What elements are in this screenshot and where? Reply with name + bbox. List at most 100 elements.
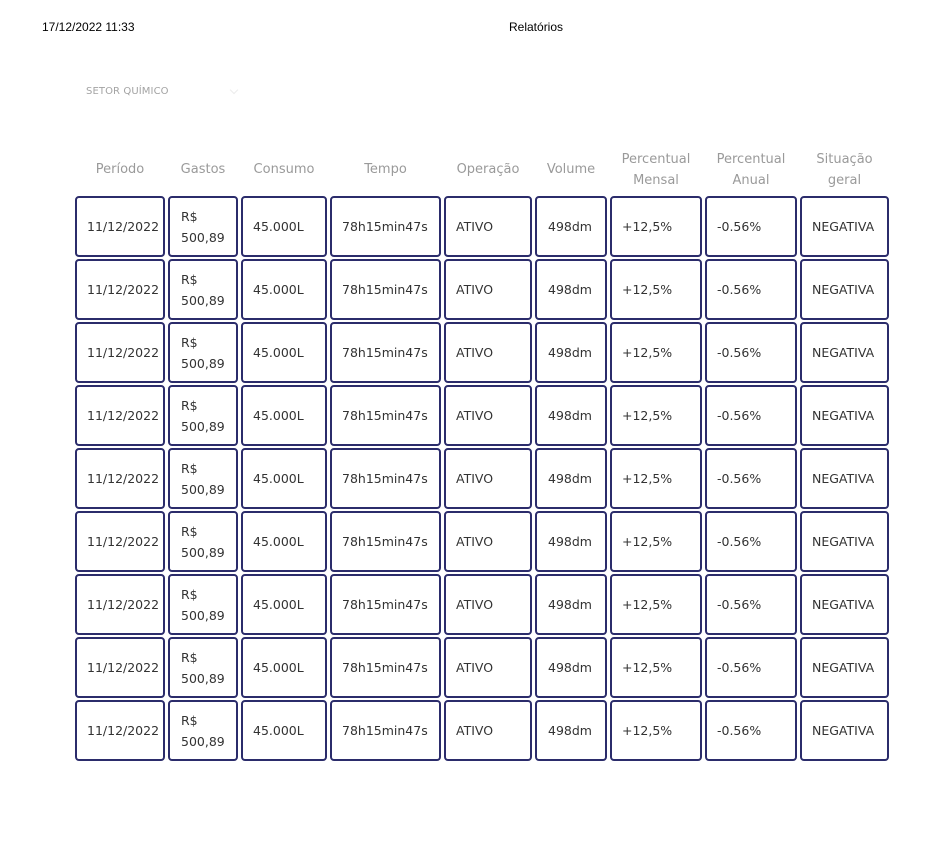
cell-gastos: R$ 500,89 bbox=[168, 574, 238, 635]
cell-consumo: 45.000L bbox=[241, 259, 327, 320]
cell-consumo: 45.000L bbox=[241, 700, 327, 761]
gastos-currency: R$ bbox=[181, 460, 198, 476]
cell-percentual-anual: -0.56% bbox=[705, 511, 797, 572]
cell-percentual-anual: -0.56% bbox=[705, 322, 797, 383]
cell-operacao: ATIVO bbox=[444, 196, 532, 257]
gastos-currency: R$ bbox=[181, 712, 198, 728]
cell-percentual-mensal: +12,5% bbox=[610, 637, 702, 698]
cell-percentual-anual: -0.56% bbox=[705, 196, 797, 257]
sector-select[interactable]: SETOR QUÍMICO bbox=[86, 82, 238, 100]
cell-periodo: 11/12/2022 bbox=[75, 259, 165, 320]
cell-periodo: 11/12/2022 bbox=[75, 385, 165, 446]
print-datetime: 17/12/2022 11:33 bbox=[42, 20, 135, 34]
cell-gastos: R$ 500,89 bbox=[168, 637, 238, 698]
cell-percentual-anual: -0.56% bbox=[705, 700, 797, 761]
cell-tempo: 78h15min47s bbox=[330, 637, 441, 698]
cell-tempo: 78h15min47s bbox=[330, 511, 441, 572]
cell-situacao-geral: NEGATIVA bbox=[800, 196, 889, 257]
cell-tempo: 78h15min47s bbox=[330, 448, 441, 509]
cell-operacao: ATIVO bbox=[444, 511, 532, 572]
cell-periodo: 11/12/2022 bbox=[75, 511, 165, 572]
cell-percentual-anual: -0.56% bbox=[705, 574, 797, 635]
cell-operacao: ATIVO bbox=[444, 259, 532, 320]
cell-tempo: 78h15min47s bbox=[330, 259, 441, 320]
cell-periodo: 11/12/2022 bbox=[75, 322, 165, 383]
cell-percentual-mensal: +12,5% bbox=[610, 574, 702, 635]
cell-percentual-anual: -0.56% bbox=[705, 637, 797, 698]
gastos-value: 500,89 bbox=[181, 733, 225, 749]
cell-gastos: R$500,89 bbox=[168, 196, 238, 257]
cell-consumo: 45.000L bbox=[241, 511, 327, 572]
cell-consumo: 45.000L bbox=[241, 322, 327, 383]
header-situacao-geral: Situação geral bbox=[816, 151, 873, 188]
cell-consumo: 45.000L bbox=[241, 637, 327, 698]
cell-situacao-geral: NEGATIVA bbox=[800, 511, 889, 572]
cell-percentual-mensal: +12,5% bbox=[610, 385, 702, 446]
cell-situacao-geral: NEGATIVA bbox=[800, 448, 889, 509]
gastos-currency: R$ bbox=[181, 334, 198, 350]
cell-percentual-mensal: +12,5% bbox=[610, 448, 702, 509]
cell-tempo: 78h15min47s bbox=[330, 574, 441, 635]
cell-consumo: 45.000L bbox=[241, 448, 327, 509]
cell-periodo: 11/12/2022 bbox=[75, 574, 165, 635]
cell-gastos: R$500,89 bbox=[168, 511, 238, 572]
print-header: 17/12/2022 11:33 Relatórios bbox=[0, 20, 929, 36]
cell-tempo: 78h15min47s bbox=[330, 700, 441, 761]
gastos-currency: R$ bbox=[181, 586, 198, 602]
cell-volume: 498dm bbox=[535, 322, 607, 383]
gastos-value: 500,89 bbox=[181, 418, 225, 434]
cell-periodo: 11/12/2022 bbox=[75, 448, 165, 509]
cell-percentual-mensal: +12,5% bbox=[610, 700, 702, 761]
gastos-value: 500,89 bbox=[181, 670, 225, 686]
gastos-currency: R$ bbox=[181, 208, 198, 224]
cell-percentual-mensal: +12,5% bbox=[610, 259, 702, 320]
cell-consumo: 45.000L bbox=[241, 385, 327, 446]
cell-situacao-geral: NEGATIVA bbox=[800, 637, 889, 698]
header-operacao: Operação bbox=[456, 162, 520, 177]
gastos-value: 500,89 bbox=[181, 607, 225, 623]
cell-volume: 498dm bbox=[535, 448, 607, 509]
cell-volume: 498dm bbox=[535, 196, 607, 257]
header-percentual-mensal: Percentual Mensal bbox=[621, 151, 691, 188]
cell-situacao-geral: NEGATIVA bbox=[800, 700, 889, 761]
chevron-down-icon bbox=[229, 85, 238, 94]
cell-gastos: R$500,89 bbox=[168, 322, 238, 383]
cell-gastos: R$ 500,89 bbox=[168, 259, 238, 320]
cell-percentual-anual: -0.56% bbox=[705, 259, 797, 320]
print-title: Relatórios bbox=[509, 20, 564, 34]
gastos-currency: R$ bbox=[181, 649, 198, 665]
cell-percentual-anual: -0.56% bbox=[705, 448, 797, 509]
cell-percentual-anual: -0.56% bbox=[705, 385, 797, 446]
cell-periodo: 11/12/2022 bbox=[75, 700, 165, 761]
cell-gastos: R$500,89 bbox=[168, 385, 238, 446]
cell-periodo: 11/12/2022 bbox=[75, 196, 165, 257]
header-volume: Volume bbox=[546, 162, 596, 177]
header-percentual-anual: Percentual Anual bbox=[716, 151, 786, 188]
header-periodo: Período bbox=[95, 162, 145, 177]
cell-tempo: 78h15min47s bbox=[330, 196, 441, 257]
gastos-currency: R$ bbox=[181, 271, 198, 287]
header-consumo: Consumo bbox=[253, 162, 315, 177]
cell-percentual-mensal: +12,5% bbox=[610, 322, 702, 383]
cell-tempo: 78h15min47s bbox=[330, 385, 441, 446]
gastos-value: 500,89 bbox=[181, 292, 225, 308]
cell-volume: 498dm bbox=[535, 259, 607, 320]
cell-periodo: 11/12/2022 bbox=[75, 637, 165, 698]
cell-volume: 498dm bbox=[535, 574, 607, 635]
cell-percentual-mensal: +12,5% bbox=[610, 196, 702, 257]
cell-operacao: ATIVO bbox=[444, 322, 532, 383]
cell-consumo: 45.000L bbox=[241, 574, 327, 635]
cell-tempo: 78h15min47s bbox=[330, 322, 441, 383]
cell-operacao: ATIVO bbox=[444, 637, 532, 698]
